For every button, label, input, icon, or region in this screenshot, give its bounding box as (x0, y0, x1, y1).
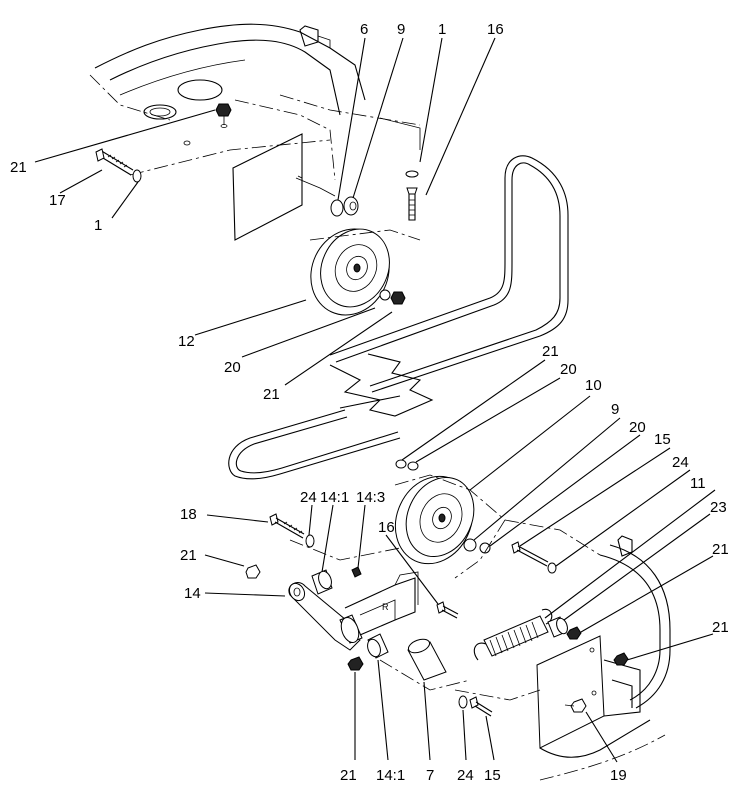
spacer-7 (379, 638, 471, 691)
callout-12: 12 (178, 333, 195, 350)
callout-21: 21 (10, 159, 27, 176)
callout-15: 15 (484, 767, 501, 784)
bolt-17 (95, 148, 142, 183)
spacer-23-nut-21 (547, 616, 582, 640)
callout-19: 19 (610, 767, 627, 784)
callout-11: 11 (690, 475, 706, 492)
callout-21: 21 (263, 386, 280, 403)
callout-17: 17 (49, 192, 66, 209)
bolt-16-upper (405, 170, 419, 221)
callout-20: 20 (224, 359, 241, 376)
callout-7: 7 (426, 767, 434, 784)
callout-10: 10 (585, 377, 602, 394)
callout-21: 21 (180, 547, 197, 564)
callout-16: 16 (487, 21, 504, 38)
callout-labels: 6 9 1 16 21 17 1 12 20 21 21 20 10 9 20 … (10, 21, 729, 784)
callout-21: 21 (542, 343, 559, 360)
bolt-18 (269, 513, 401, 561)
callout-14: 14 (184, 585, 201, 602)
idler-arm-assembly: R (245, 564, 419, 671)
callout-14-3: 14:3 (356, 489, 385, 506)
leader-lines (34, 37, 716, 763)
callout-9: 9 (611, 401, 619, 418)
callout-1: 1 (94, 217, 102, 234)
spacer-and-bushing-upper (330, 196, 359, 217)
callout-1: 1 (438, 21, 446, 38)
callout-14-1: 14:1 (320, 489, 349, 506)
callout-24: 24 (457, 767, 474, 784)
callout-9: 9 (397, 21, 405, 38)
callout-6: 6 (360, 21, 368, 38)
callout-16: 16 (378, 519, 395, 536)
callout-18: 18 (180, 506, 197, 523)
bolt-15-upper (511, 541, 557, 574)
idler-pulley-lower (394, 459, 601, 579)
svg-text:R: R (382, 602, 389, 612)
callout-21: 21 (712, 541, 729, 558)
bolt-16-lower (436, 601, 459, 619)
drive-belt (228, 155, 569, 480)
callout-24: 24 (672, 454, 689, 471)
callout-24: 24 (300, 489, 317, 506)
callout-21: 21 (340, 767, 357, 784)
callout-23: 23 (710, 499, 727, 516)
bolt-15-lower (454, 689, 541, 717)
callout-21: 21 (712, 619, 729, 636)
callout-20: 20 (560, 361, 577, 378)
idler-pulley-upper (309, 228, 421, 316)
deck-housing (89, 23, 421, 241)
frame-bracket (536, 535, 671, 781)
callout-14-1: 14:1 (376, 767, 405, 784)
tension-spring (473, 608, 553, 661)
callout-15: 15 (654, 431, 671, 448)
callout-20: 20 (629, 419, 646, 436)
